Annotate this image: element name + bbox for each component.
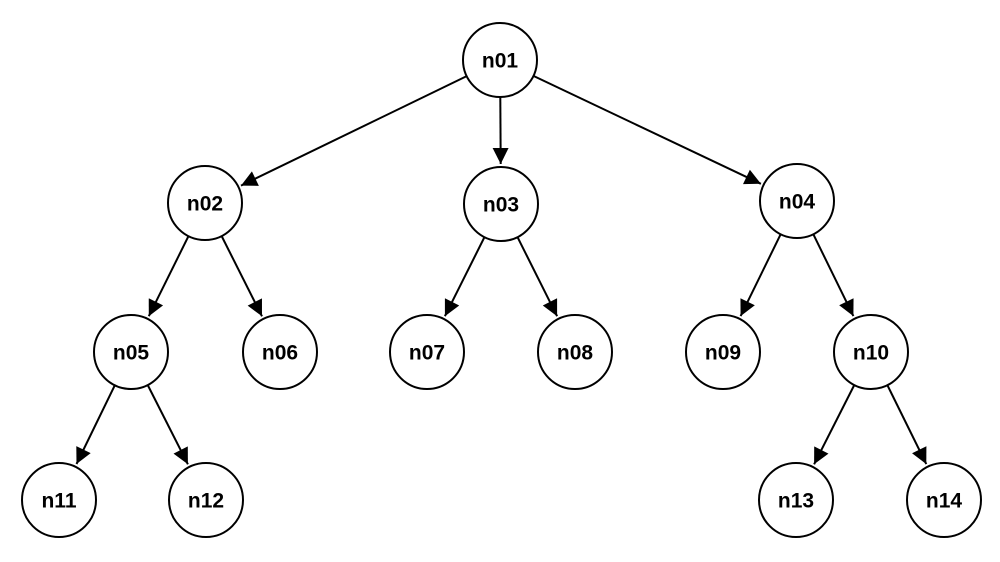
edge-n10-to-n14 (886, 384, 928, 465)
edge-n01-to-n02 (240, 75, 468, 187)
node-label-n13: n13 (778, 489, 814, 512)
node-circle-n04[interactable] (759, 163, 835, 239)
node-circle-n06[interactable] (242, 314, 318, 390)
tree-node-n04[interactable]: n04 (759, 163, 835, 239)
tree-node-n08[interactable]: n08 (537, 314, 613, 390)
node-circle-n07[interactable] (389, 314, 465, 390)
node-circle-n11[interactable] (21, 462, 97, 538)
edge-n05-to-n12 (146, 384, 189, 465)
tree-node-n12[interactable]: n12 (168, 462, 244, 538)
edge-n02-to-n06 (220, 235, 263, 317)
nodes-layer: n01 n02 n03 n04 n05 n06 n07 n08 n09 n10 n11 n12 n13 n… (21, 22, 982, 538)
edge-n10-to-n13 (813, 384, 856, 465)
tree-node-n03[interactable]: n03 (463, 166, 539, 242)
node-label-n05: n05 (113, 341, 150, 364)
node-label-n08: n08 (557, 341, 594, 364)
tree-node-n11[interactable]: n11 (21, 462, 97, 538)
node-circle-n08[interactable] (537, 314, 613, 390)
node-label-n14: n14 (926, 489, 963, 512)
edges-layer (75, 74, 928, 465)
edge-n03-to-n08 (516, 236, 558, 317)
tree-node-n13[interactable]: n13 (758, 462, 834, 538)
node-circle-n13[interactable] (758, 462, 834, 538)
node-label-n11: n11 (41, 489, 76, 512)
node-circle-n01[interactable] (462, 22, 538, 98)
node-circle-n03[interactable] (463, 166, 539, 242)
edge-n04-to-n09 (739, 233, 782, 317)
tree-node-n14[interactable]: n14 (906, 462, 982, 538)
node-label-n06: n06 (262, 341, 298, 364)
node-label-n07: n07 (409, 341, 445, 364)
node-circle-n10[interactable] (833, 314, 909, 390)
edge-n03-to-n07 (444, 236, 486, 317)
tree-node-n05[interactable]: n05 (93, 314, 169, 390)
node-label-n10: n10 (853, 341, 889, 364)
node-circle-n02[interactable] (167, 165, 243, 241)
node-circle-n05[interactable] (93, 314, 169, 390)
node-label-n01: n01 (482, 49, 519, 72)
node-label-n04: n04 (779, 190, 816, 213)
tree-node-n01[interactable]: n01 (462, 22, 538, 98)
node-circle-n09[interactable] (685, 314, 761, 390)
node-circle-n14[interactable] (906, 462, 982, 538)
node-label-n12: n12 (188, 489, 224, 512)
tree-node-n09[interactable]: n09 (685, 314, 761, 390)
edge-n05-to-n11 (75, 384, 116, 465)
edge-n01-to-n04 (532, 74, 762, 185)
node-label-n02: n02 (187, 192, 223, 215)
tree-node-n02[interactable]: n02 (167, 165, 243, 241)
tree-node-n07[interactable]: n07 (389, 314, 465, 390)
tree-node-n06[interactable]: n06 (242, 314, 318, 390)
edge-n02-to-n05 (147, 235, 190, 317)
edge-n04-to-n10 (812, 233, 855, 317)
node-circle-n12[interactable] (168, 462, 244, 538)
tree-node-n10[interactable]: n10 (833, 314, 909, 390)
node-label-n03: n03 (483, 193, 519, 216)
node-label-n09: n09 (705, 341, 741, 364)
